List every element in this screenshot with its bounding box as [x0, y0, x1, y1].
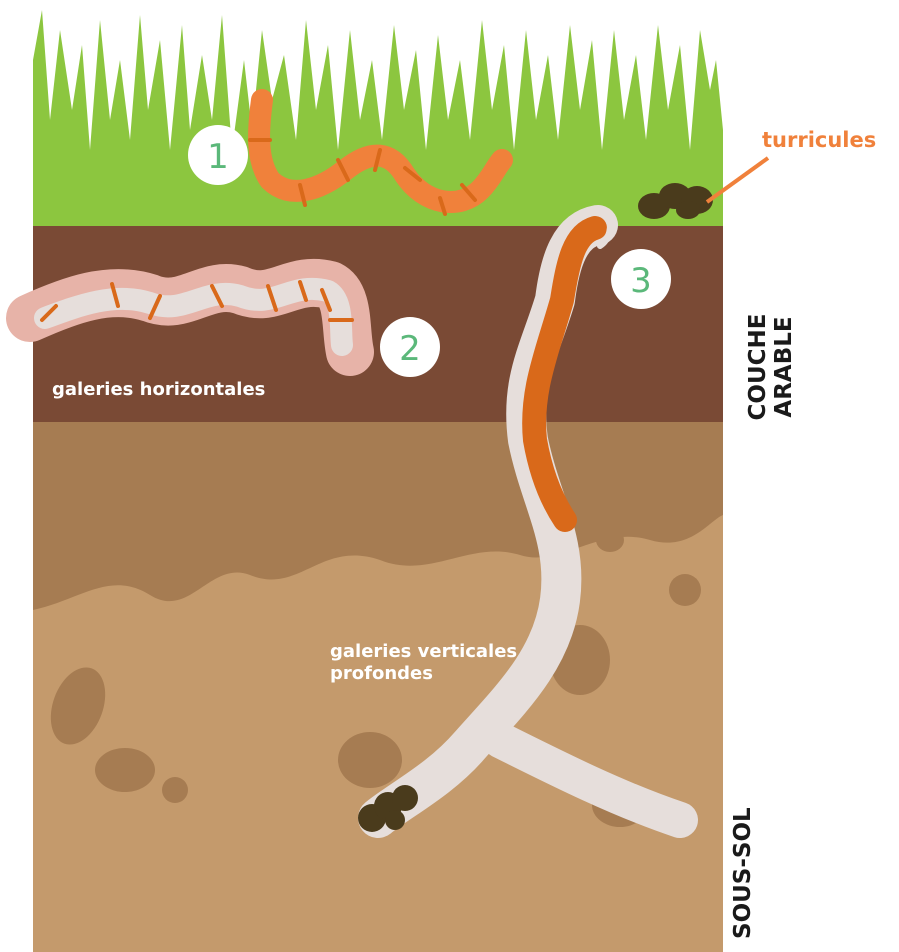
- soil-pebble: [95, 748, 155, 792]
- marker-1-label: 1: [207, 137, 229, 177]
- marker-1: 1: [188, 125, 248, 185]
- topsoil-label-line-1: COUCHE: [745, 292, 771, 442]
- soil-pebble: [338, 732, 402, 788]
- subsoil-layer-label: SOUS-SOL: [730, 809, 760, 939]
- horizontal-galleries-label: galeries horizontales: [52, 379, 265, 401]
- vertical-galleries-line-1: galeries verticales: [330, 641, 517, 663]
- marker-3-label: 3: [630, 261, 652, 301]
- marker-2-label: 2: [399, 329, 421, 369]
- topsoil-label-line-2: ARABLE: [771, 292, 797, 442]
- turricules-label: turricules: [762, 128, 876, 152]
- grass-layer: [33, 10, 723, 226]
- soil-pebble: [162, 777, 188, 803]
- topsoil-layer-label: COUCHE ARABLE: [745, 292, 805, 442]
- marker-2: 2: [380, 317, 440, 377]
- marker-3: 3: [611, 249, 671, 309]
- vertical-galleries-line-2: profondes: [330, 663, 517, 685]
- soil-pebble: [596, 528, 624, 552]
- vertical-galleries-label: galeries verticales profondes: [330, 641, 517, 685]
- soil-pebble: [669, 574, 701, 606]
